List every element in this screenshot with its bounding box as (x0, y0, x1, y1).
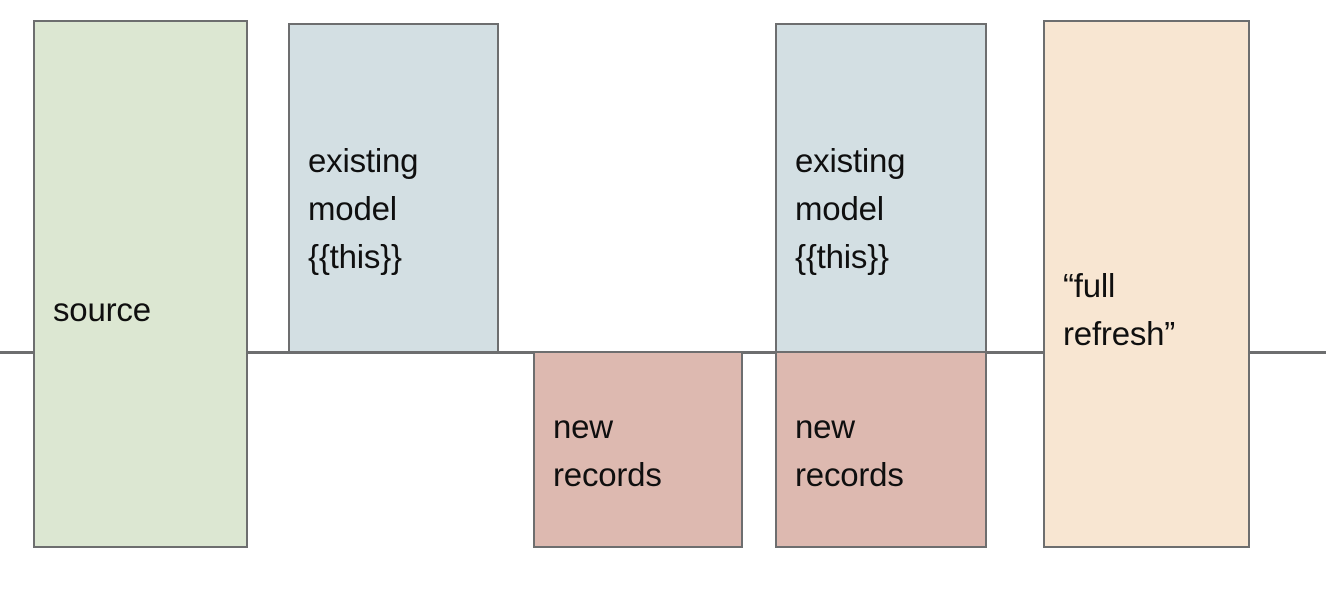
block-full-refresh[interactable]: “full refresh” (1043, 20, 1250, 548)
block-existing-model-1-label: existing model {{this}} (308, 142, 419, 275)
block-source-label: source (53, 291, 151, 328)
block-new-records-1[interactable]: new records (533, 351, 743, 548)
block-existing-model-2[interactable]: existing model {{this}} (775, 23, 987, 353)
block-full-refresh-label: “full refresh” (1063, 267, 1176, 352)
block-source[interactable]: source (33, 20, 248, 548)
block-existing-model-1[interactable]: existing model {{this}} (288, 23, 499, 353)
block-existing-model-2-label: existing model {{this}} (795, 142, 906, 275)
block-new-records-1-label: new records (553, 408, 662, 493)
block-new-records-2[interactable]: new records (775, 351, 987, 548)
block-new-records-2-label: new records (795, 408, 904, 493)
